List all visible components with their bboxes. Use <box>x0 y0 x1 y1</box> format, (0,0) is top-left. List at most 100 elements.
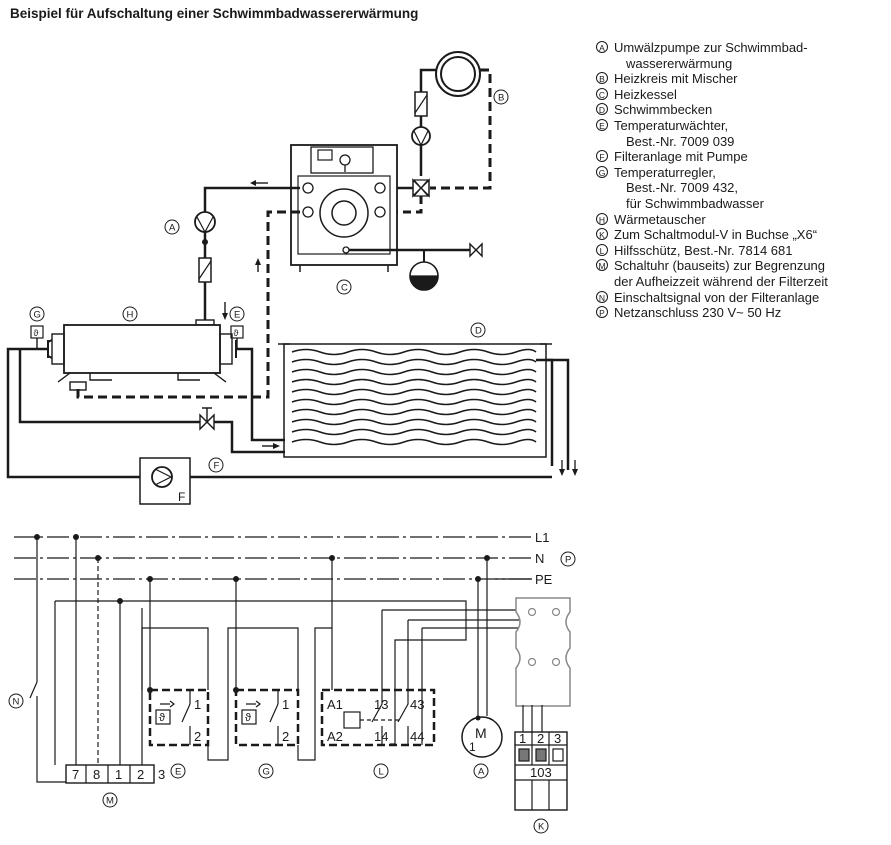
boiler-burner-ring <box>319 188 369 238</box>
exchanger-left-flange <box>51 333 65 365</box>
legend-text: Schaltuhr (bauseits) zur Begrenzung <box>614 258 826 274</box>
signal-wire <box>29 537 66 783</box>
svg-text:E: E <box>175 767 181 778</box>
label-g-hydraulic: G <box>29 306 45 322</box>
pool-drain-pipe <box>546 358 570 470</box>
legend-key: G <box>596 165 608 178</box>
legend-key: B <box>596 72 608 85</box>
thermostat-e-terminal-2: 2 <box>194 729 201 744</box>
thermostat-e-box <box>148 688 210 747</box>
legend-text: Wärmetauscher <box>614 211 706 227</box>
svg-text:N: N <box>13 697 20 708</box>
relay-coil-icon <box>343 711 361 729</box>
bus-junctions <box>34 534 490 604</box>
legend-text: Zum Schaltmodul-V in Buchse „X6“ <box>614 227 818 243</box>
bus-label-pe: PE <box>535 572 553 587</box>
motor-node <box>475 715 481 721</box>
thermostat-e-symbol: ϑ <box>159 712 165 724</box>
timer-wire-2 <box>55 600 467 765</box>
up-arrow-head <box>255 258 261 265</box>
plug-number: 103 <box>530 765 552 780</box>
label-d: D <box>470 322 486 338</box>
legend-key: P <box>596 306 608 319</box>
pump-icon <box>194 211 216 233</box>
filter-pump-letter: F <box>178 490 185 504</box>
hydraulic-schematic: ϑ ϑ <box>6 51 578 505</box>
legend-text-cont: wassererwärmung <box>626 55 733 71</box>
legend-text: Einschaltsignal von der Filteranlage <box>614 289 820 305</box>
thermostat-e-node <box>147 687 153 693</box>
label-b: B <box>493 89 509 105</box>
legend-key: C <box>596 87 608 100</box>
relay-contact-1 <box>371 610 383 745</box>
label-m: M <box>102 792 118 808</box>
pump-icon <box>411 126 431 146</box>
legend-item: N Einschaltsignal von der Filteranlage <box>596 290 828 306</box>
label-e-hydraulic: E <box>229 306 245 322</box>
timer-terminal-7: 7 <box>72 767 79 782</box>
label-h: H <box>122 306 138 322</box>
relay-terminal-13: 13 <box>374 697 388 712</box>
drain-arrow-heads <box>559 469 578 476</box>
svg-text:C: C <box>341 283 348 294</box>
exchanger-right-flange <box>219 333 233 365</box>
legend-text: Temperaturregler, <box>614 164 716 180</box>
check-valve-slash <box>198 260 212 280</box>
legend-text: Heizkessel <box>614 86 677 102</box>
svg-text:K: K <box>538 822 545 833</box>
timer-terminal-1: 1 <box>115 767 122 782</box>
exchanger-feet <box>57 372 227 383</box>
legend-key: E <box>596 118 608 131</box>
legend-key: N <box>596 290 608 303</box>
motor-phase: 1 <box>469 740 476 754</box>
label-k: K <box>533 818 549 834</box>
boiler-inner <box>297 175 391 255</box>
svg-text:A: A <box>478 767 485 778</box>
thermostat-e-wiring <box>141 579 209 690</box>
label-f: F <box>208 457 224 473</box>
pool-overflow-pipe <box>536 358 554 466</box>
thermostat-g-node <box>233 687 239 693</box>
svg-text:G: G <box>34 310 41 321</box>
bypass-to-pool <box>214 420 285 454</box>
thermostat-e-terminal-1: 1 <box>194 697 201 712</box>
pool-heating-circuit <box>76 180 300 399</box>
motor-letter: M <box>475 725 487 741</box>
exchanger-right-pipe <box>236 347 285 442</box>
plug-connector-icon <box>514 597 571 811</box>
thermostat-icon <box>241 709 257 725</box>
relay-terminal-a2: A2 <box>327 729 343 744</box>
thermostat-e-contact <box>181 690 191 745</box>
relay-contact-2 <box>397 620 409 745</box>
thermostat-g-contact <box>269 690 279 745</box>
svg-text:L: L <box>379 767 384 778</box>
valve-stem <box>202 407 212 422</box>
legend-text-cont: Best.-Nr. 7009 039 <box>626 133 735 149</box>
legend-key: L <box>596 243 608 256</box>
plug-terminal-2: 2 <box>537 731 544 746</box>
legend-text: Hilfsschütz, Best.-Nr. 7814 681 <box>614 242 793 258</box>
legend-key: M <box>596 259 608 272</box>
thermostat-symbol: ϑ <box>234 328 239 338</box>
exchanger-left-pipe <box>6 347 140 479</box>
timer-terminal-block <box>65 764 155 784</box>
expansion-vessel-fill <box>409 275 439 291</box>
label-e-wiring: E <box>170 763 186 779</box>
label-a-wiring: A <box>473 763 489 779</box>
filter-pump-triangle <box>154 468 173 486</box>
swimming-pool <box>190 343 578 479</box>
thermostat-g-terminal-2: 2 <box>282 729 289 744</box>
thermostat-e-arrow <box>160 700 175 708</box>
relay-terminal-14: 14 <box>374 729 388 744</box>
svg-text:P: P <box>565 555 571 566</box>
boiler-top <box>310 146 374 174</box>
